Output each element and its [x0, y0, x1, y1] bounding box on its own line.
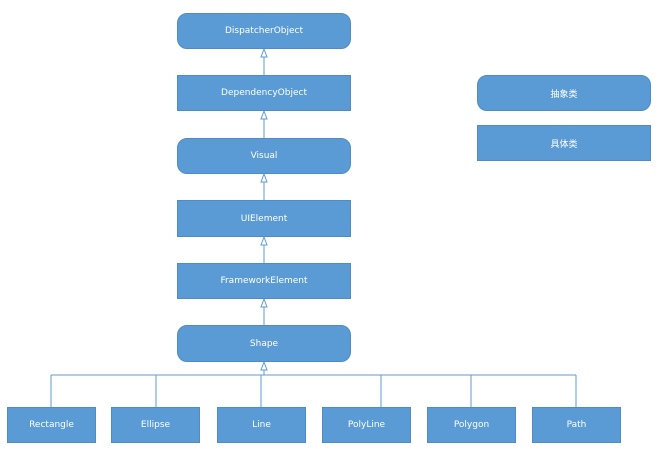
node-dependency-object: DependencyObject	[177, 75, 351, 111]
node-polyline: PolyLine	[322, 407, 411, 443]
node-ellipse: Ellipse	[111, 407, 200, 443]
arrowhead-uielement	[260, 235, 268, 246]
arrowhead-dependency	[260, 109, 268, 120]
arrowhead-framework	[260, 297, 268, 308]
node-shape: Shape	[177, 325, 351, 362]
node-framework-element: FrameworkElement	[177, 263, 351, 299]
legend-concrete-class: 具体类	[477, 125, 651, 161]
node-dispatcher-object: DispatcherObject	[177, 13, 351, 49]
arrowhead-shape	[260, 360, 268, 371]
node-ui-element: UIElement	[177, 200, 351, 237]
node-polygon: Polygon	[427, 407, 516, 443]
arrowhead-dispatcher	[260, 47, 268, 58]
node-rectangle: Rectangle	[7, 407, 96, 443]
arrowhead-visual	[260, 172, 268, 183]
node-visual: Visual	[177, 138, 351, 174]
node-line: Line	[217, 407, 306, 443]
node-path: Path	[532, 407, 621, 443]
legend-abstract-class: 抽象类	[477, 75, 651, 111]
